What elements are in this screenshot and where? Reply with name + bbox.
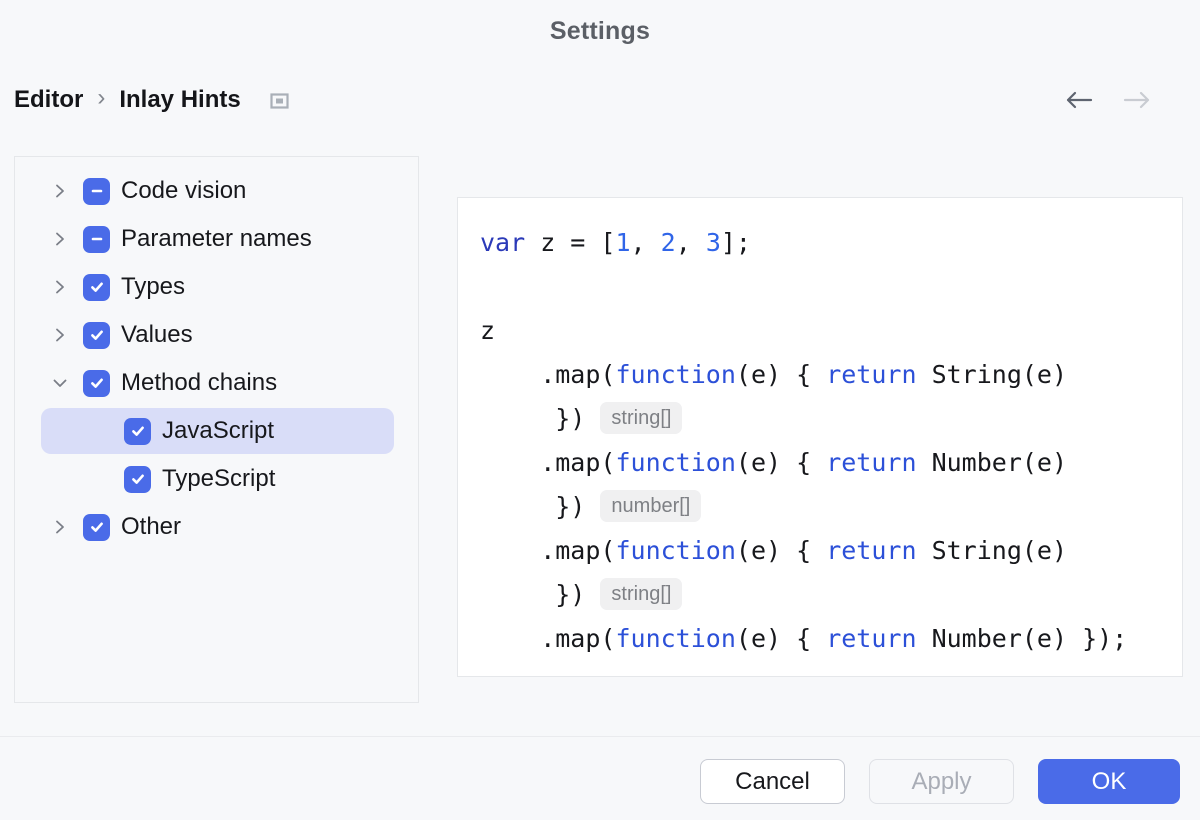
code-token: })	[480, 404, 601, 433]
code-line: .map(function(e) { return Number(e)	[480, 441, 1172, 485]
code-token: .map(	[480, 360, 616, 389]
breadcrumb-item-editor[interactable]: Editor	[14, 86, 84, 113]
checkbox-checked-icon[interactable]	[83, 513, 110, 541]
code-token: Number(e) });	[916, 624, 1128, 653]
code-line: .map(function(e) { return String(e)	[480, 353, 1172, 397]
tree-item-code-vision[interactable]: Code vision	[15, 167, 418, 215]
tree-item-label: Types	[121, 273, 186, 300]
tree-item-label: Values	[121, 321, 193, 348]
code-line: var z = [1, 2, 3];	[480, 221, 1172, 265]
tree-item-label: Other	[121, 513, 182, 540]
code-token: return	[826, 536, 917, 565]
breadcrumb-item-inlay-hints[interactable]: Inlay Hints	[119, 86, 241, 113]
chevron-right-icon[interactable]	[47, 231, 73, 247]
checkbox-checked-icon[interactable]	[83, 273, 110, 301]
tree-item-label: JavaScript	[162, 417, 275, 444]
code-token: (e) {	[735, 448, 827, 477]
code-token: .map(	[480, 448, 616, 477]
tree-item-parameter-names[interactable]: Parameter names	[15, 215, 418, 263]
code-token: String(e)	[916, 536, 1068, 565]
tree-item-method-chains[interactable]: Method chains	[15, 359, 418, 407]
code-token: (e) {	[735, 360, 827, 389]
checkbox-checked-icon[interactable]	[124, 465, 151, 493]
code-token: function	[615, 360, 736, 389]
tree-item-typescript[interactable]: TypeScript	[15, 455, 418, 503]
checkbox-indeterminate-icon[interactable]	[83, 225, 110, 253]
code-line: .map(function(e) { return Number(e) });	[480, 617, 1172, 661]
code-token: return	[826, 448, 917, 477]
code-token: ,	[675, 228, 706, 257]
code-line: }) string[]	[480, 573, 1172, 617]
page-title: Settings	[549, 17, 651, 45]
checkbox-checked-icon[interactable]	[83, 369, 110, 397]
code-token: ,	[630, 228, 661, 257]
code-token: function	[615, 624, 736, 653]
tree-item-other[interactable]: Other	[15, 503, 418, 551]
code-token: return	[826, 360, 917, 389]
code-token: (e) {	[735, 624, 827, 653]
code-token: (e) {	[735, 536, 827, 565]
checkbox-checked-icon[interactable]	[83, 321, 110, 349]
code-token: return	[826, 624, 917, 653]
code-token: ];	[720, 228, 751, 257]
chevron-right-icon[interactable]	[47, 183, 73, 199]
code-token: z	[480, 316, 496, 345]
tree-item-label: Parameter names	[121, 225, 312, 252]
history-nav	[1064, 89, 1180, 111]
code-token: function	[615, 536, 736, 565]
breadcrumb: Editor › Inlay Hints	[14, 82, 1180, 118]
checkbox-checked-icon[interactable]	[124, 417, 151, 445]
checkbox-indeterminate-icon[interactable]	[83, 177, 110, 205]
code-token: })	[480, 580, 601, 609]
dialog-footer: Cancel Apply OK	[0, 736, 1200, 820]
tree-item-types[interactable]: Types	[15, 263, 418, 311]
tree-item-label: Method chains	[121, 369, 278, 396]
inlay-preview-icon	[269, 90, 290, 111]
code-token: 2	[660, 228, 676, 257]
code-token: 1	[615, 228, 631, 257]
apply-button[interactable]: Apply	[869, 759, 1014, 804]
code-token: .map(	[480, 536, 616, 565]
tree-item-label: Code vision	[121, 177, 247, 204]
code-line: }) number[]	[480, 485, 1172, 529]
code-token: function	[615, 448, 736, 477]
tree-item-javascript[interactable]: JavaScript	[15, 407, 418, 455]
code-line: }) string[]	[480, 397, 1172, 441]
code-token: String(e)	[916, 360, 1068, 389]
ok-button[interactable]: OK	[1038, 759, 1180, 804]
chevron-down-icon[interactable]	[47, 375, 73, 391]
tree-item-label: TypeScript	[162, 465, 276, 492]
code-token: 3	[705, 228, 721, 257]
chevron-right-icon[interactable]	[47, 327, 73, 343]
tree-item-values[interactable]: Values	[15, 311, 418, 359]
code-line	[480, 265, 1172, 309]
code-token: var	[480, 228, 526, 257]
cancel-button[interactable]: Cancel	[700, 759, 845, 804]
code-line: z	[480, 309, 1172, 353]
code-token: z = [	[525, 228, 616, 257]
code-line: .map(function(e) { return String(e)	[480, 529, 1172, 573]
inlay-hint-chip: string[]	[600, 402, 683, 434]
code-token: .map(	[480, 624, 616, 653]
code-token: Number(e)	[916, 448, 1068, 477]
code-token: })	[480, 492, 601, 521]
forward-icon[interactable]	[1122, 89, 1152, 111]
inlay-hint-chip: number[]	[600, 490, 702, 522]
back-icon[interactable]	[1064, 89, 1094, 111]
chevron-right-icon[interactable]	[47, 279, 73, 295]
chevron-right-icon[interactable]	[47, 519, 73, 535]
code-preview-panel: var z = [1, 2, 3];z .map(function(e) { r…	[457, 197, 1183, 677]
breadcrumb-separator-icon: ›	[97, 84, 106, 111]
inlay-hint-chip: string[]	[600, 578, 683, 610]
